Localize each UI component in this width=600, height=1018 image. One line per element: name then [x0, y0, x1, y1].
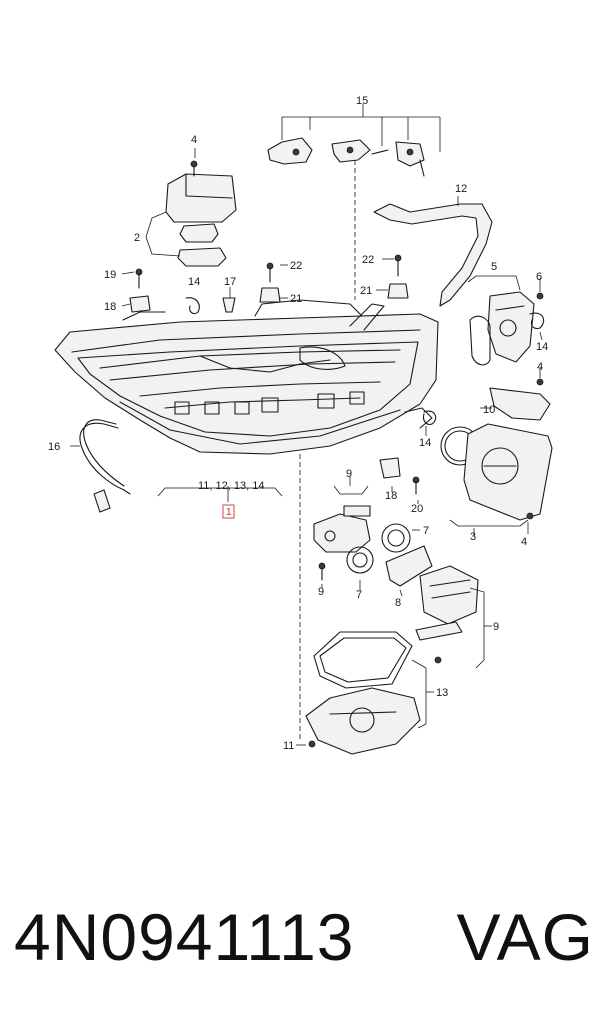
control-unit	[165, 173, 237, 267]
callout-14-left: 14	[188, 276, 200, 288]
part-number: 4N0941113	[14, 900, 355, 974]
callout-2: 2	[134, 232, 140, 244]
callout-12: 12	[455, 183, 467, 195]
caption-bar: 4N0941113 VAG	[14, 892, 594, 982]
leader-lines	[70, 104, 543, 746]
reference-box-label: 1	[226, 507, 232, 518]
callout-18-mid: 18	[385, 490, 397, 502]
headlamp-housing	[54, 299, 439, 455]
reference-box	[222, 504, 235, 519]
callout-7-right: 7	[423, 525, 429, 537]
callout-15: 15	[356, 95, 368, 107]
callout-9-top: 9	[346, 468, 352, 480]
callout-14-mid: 14	[419, 437, 431, 449]
callout-4-bottom: 4	[521, 536, 527, 548]
headlight-exploded-diagram: 15 12 4 2 19 18 14 17 22 21 22 21 5 6 14…	[48, 95, 553, 755]
callout-4-mid: 4	[537, 361, 543, 373]
callout-labels: 15 12 4 2 19 18 14 17 22 21 22 21 5 6 14…	[48, 95, 548, 752]
callout-6: 6	[536, 271, 542, 283]
fasteners-left	[129, 160, 409, 315]
trim-strip	[373, 203, 493, 307]
callout-20: 20	[411, 503, 423, 515]
callout-3: 3	[470, 531, 476, 543]
callout-4-top: 4	[191, 134, 197, 146]
callout-19: 19	[104, 269, 116, 281]
callout-13: 13	[436, 687, 448, 699]
callout-18-left: 18	[104, 301, 116, 313]
callout-21-right: 21	[360, 285, 372, 297]
callout-14-right: 14	[536, 341, 548, 353]
callout-21-left: 21	[290, 293, 302, 305]
housing-cover	[305, 631, 421, 755]
callout-17: 17	[224, 276, 236, 288]
callout-7-left: 7	[356, 589, 362, 601]
callout-9-left: 9	[318, 586, 324, 598]
callout-22-left: 22	[290, 260, 302, 272]
callout-5: 5	[491, 261, 497, 273]
mounting-brackets	[267, 137, 425, 177]
brand-name: VAG	[456, 900, 594, 974]
wiring-harness	[79, 419, 131, 513]
group-label: 11, 12, 13, 14	[198, 480, 264, 492]
lighting-components	[313, 457, 479, 664]
actuator-module	[469, 291, 551, 421]
callout-16: 16	[48, 441, 60, 453]
callout-11: 11	[283, 740, 294, 752]
callout-8: 8	[395, 597, 401, 609]
callout-22-right: 22	[362, 254, 374, 266]
callout-10: 10	[483, 404, 495, 416]
callout-9-right: 9	[493, 621, 499, 633]
projector-frame	[422, 410, 553, 521]
